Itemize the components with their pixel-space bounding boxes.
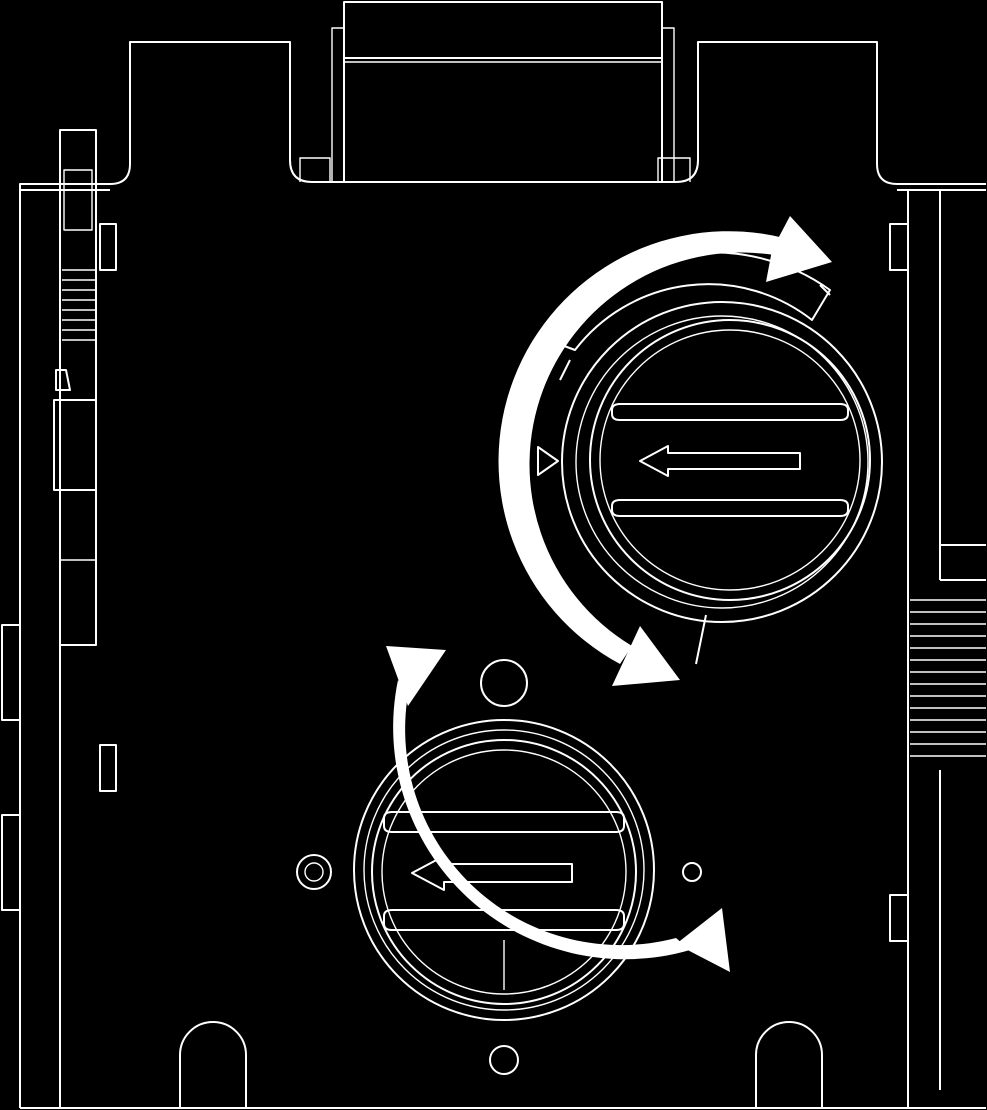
left-tab-lower xyxy=(99,744,117,792)
upper-dial-bezel-inner xyxy=(575,315,869,609)
right-rail-teeth xyxy=(910,599,986,757)
right-tab-lower xyxy=(889,894,909,942)
upper-rotation-arc xyxy=(498,231,784,664)
lower-arrowhead-top xyxy=(386,646,446,706)
upper-dial-bezel-outer xyxy=(561,301,883,623)
lower-dial-ring xyxy=(371,739,637,1005)
upper-arrowhead-top xyxy=(766,216,832,282)
left-rail-teeth xyxy=(62,269,96,341)
left-tab-upper xyxy=(99,223,117,271)
lower-hole-bottom xyxy=(489,1045,519,1075)
lower-hole-top xyxy=(480,659,528,707)
housing-body xyxy=(19,41,986,1108)
upper-dial xyxy=(537,251,883,665)
bottom-slot-right xyxy=(755,1021,823,1108)
top-connector xyxy=(331,1,675,183)
lower-dial-grip-top xyxy=(383,811,625,833)
connector-side-right xyxy=(661,27,675,183)
bottom-slot-left xyxy=(179,1021,247,1108)
left-edge-tab-2 xyxy=(1,814,21,911)
rail-slot xyxy=(63,169,93,231)
lower-dial-grip-bottom xyxy=(383,909,625,931)
right-tab-upper xyxy=(889,223,909,271)
lower-hole-left-inner xyxy=(304,862,324,882)
lower-hole-right xyxy=(682,862,702,882)
upper-arrowhead-bottom xyxy=(612,626,680,686)
left-rail-bar xyxy=(59,129,97,646)
lower-hole-left xyxy=(296,854,332,890)
upper-dial-grip-top xyxy=(611,403,849,421)
lower-arrowhead-bottom xyxy=(676,908,730,972)
lower-dial xyxy=(296,659,702,1075)
lower-dial-bezel-outer xyxy=(353,719,655,1021)
bottom-mount xyxy=(20,1021,986,1109)
upper-dial-face xyxy=(599,329,861,591)
upper-dial-grip-bottom xyxy=(611,499,849,517)
lower-rotation-arrow-icon xyxy=(386,646,730,972)
upper-dial-arrow-icon xyxy=(639,445,801,477)
housing-outline xyxy=(19,41,986,1108)
rail-clip xyxy=(55,369,71,391)
upper-rotation-arrow-icon xyxy=(498,216,832,686)
housing-inner-rim xyxy=(299,157,691,182)
lower-dial-bezel-inner xyxy=(363,729,645,1011)
right-rail xyxy=(889,190,986,1108)
lower-rotation-arc xyxy=(393,680,690,960)
upper-dial-pointer-icon xyxy=(537,446,559,476)
connector-side-left xyxy=(331,27,345,183)
upper-dial-index-mark xyxy=(695,614,707,665)
rail-latch xyxy=(53,399,97,491)
left-rail xyxy=(1,129,117,1108)
connector-block xyxy=(343,1,663,183)
upper-dial-ring xyxy=(589,319,871,601)
lower-dial-face xyxy=(381,749,627,995)
left-edge-tab-1 xyxy=(1,624,21,721)
